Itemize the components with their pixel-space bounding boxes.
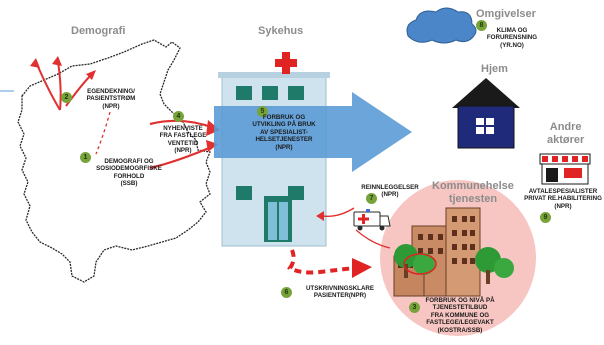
- tree-icon: [394, 244, 514, 284]
- badge-5: 5: [257, 106, 268, 117]
- badge-2: 2: [61, 92, 72, 103]
- label-nyhenviste: NYHENVISTE FRA FASTLEGE VENTETID (NPR): [159, 125, 207, 155]
- badge-6: 6: [281, 287, 292, 298]
- ambulance-icon: [353, 209, 391, 231]
- reinnleggelser-arrow: [321, 207, 355, 218]
- label-klima: KLIMA OG FORURENSNING (YR.NO): [486, 27, 538, 49]
- hospital-door-glass: [279, 202, 288, 240]
- apartment-buildings-icon: [393, 207, 481, 297]
- reinnleggelser-arrow: [355, 229, 391, 249]
- title-omgivelser: Omgivelser: [476, 8, 536, 20]
- utskrivning-dashed-arrow: [287, 249, 355, 275]
- title-hjem: Hjem: [481, 63, 508, 75]
- label-utskrivningsklare: UTSKRIVNINGSKLARE PASIENTER(NPR): [305, 285, 375, 300]
- arrowhead: [86, 70, 96, 80]
- pasientstrom-arrow: [57, 61, 62, 111]
- badge-4: 4: [173, 111, 184, 122]
- hospital-door-glass: [268, 202, 277, 240]
- label-avtalespesialister: AVTALESPESIALISTER PRIVAT RE.HABILITERIN…: [524, 188, 602, 210]
- label-forbruk-spesialist: FORBRUK OG UTVIKLING PÅ BRUK AV SPESIALI…: [252, 114, 316, 151]
- arrowhead: [30, 58, 40, 68]
- red-oval-mark: [403, 253, 437, 275]
- title-kommunehelsetjenesten: Kommunehelse tjenesten: [432, 180, 514, 205]
- hospital-roof: [218, 72, 330, 78]
- arrowhead: [316, 211, 324, 221]
- hospital-cross: [275, 59, 297, 67]
- shop-icon: [539, 153, 591, 185]
- badge-1: 1: [80, 152, 91, 163]
- badge-8: 8: [476, 20, 487, 31]
- arrowhead: [352, 258, 372, 278]
- arrowhead: [52, 56, 62, 66]
- title-andre-aktorer: Andre aktører: [547, 121, 585, 146]
- title-demografi: Demografi: [71, 25, 126, 37]
- badge-9: 9: [540, 212, 551, 223]
- label-forbruk-kommune: FORBRUK OG NIVÅ PÅ TJENESTETILBUD FRA KO…: [425, 297, 495, 334]
- title-sykehus: Sykehus: [258, 25, 304, 37]
- label-reinnleggelser: REINNLEGGELSER (NPR): [361, 184, 419, 199]
- cloud-icon: [406, 7, 477, 44]
- label-demografi-forhold: DEMOGRAFI OG SOSIODEMOGRFISKE FORHOLD (S…: [96, 158, 162, 188]
- label-egendekning: EGENDEKNING/ PASIENTSTRØM (NPR): [86, 88, 136, 110]
- arrowhead: [206, 120, 220, 136]
- badge-7: 7: [366, 193, 377, 204]
- map-to-hospital-arrow: [149, 144, 215, 170]
- house-icon: [452, 78, 520, 108]
- hospital-windows: [236, 86, 304, 200]
- badge-3: 3: [409, 302, 420, 313]
